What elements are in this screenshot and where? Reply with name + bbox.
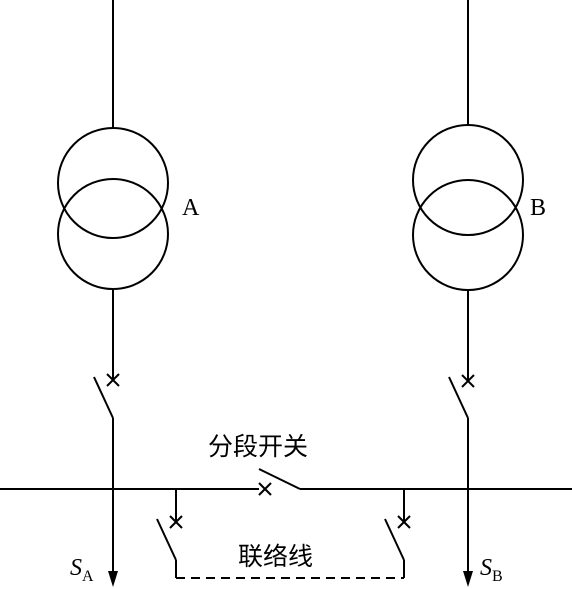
breaker-a-blade [93, 376, 114, 419]
transformer-a-label: A [182, 195, 200, 221]
transformer-a-secondary-winding [57, 178, 169, 290]
transformer-b-primary-winding [412, 124, 524, 236]
tie-right-switch-cross-mark [397, 515, 411, 529]
breaker-a-cross-mark [106, 373, 120, 387]
transformer-a-primary-winding [57, 127, 169, 239]
load-b-arrowhead [463, 571, 473, 587]
load-a-arrowhead [108, 571, 118, 587]
load-b-label: SB [480, 555, 503, 585]
section-switch-label: 分段开关 [208, 432, 308, 461]
transformer-b-label: B [530, 195, 546, 221]
transformer-a-branch: A [57, 0, 200, 489]
breaker-b-cross-mark [461, 374, 475, 388]
transformer-b-branch: B [412, 0, 546, 489]
load-a: SA [70, 489, 118, 587]
load-b: SB [463, 489, 503, 587]
tie-line-label: 联络线 [238, 542, 313, 571]
tie-right-switch-blade [384, 518, 405, 561]
tie-line: 联络线 [156, 489, 411, 579]
tie-left-switch-blade [156, 518, 177, 561]
section-switch-cross-mark [258, 482, 272, 496]
busbar: 分段开关 [0, 432, 572, 496]
section-switch-blade [258, 468, 301, 490]
load-a-label: SA [70, 555, 94, 585]
breaker-b-blade [448, 376, 469, 419]
tie-left-switch-cross-mark [169, 515, 183, 529]
